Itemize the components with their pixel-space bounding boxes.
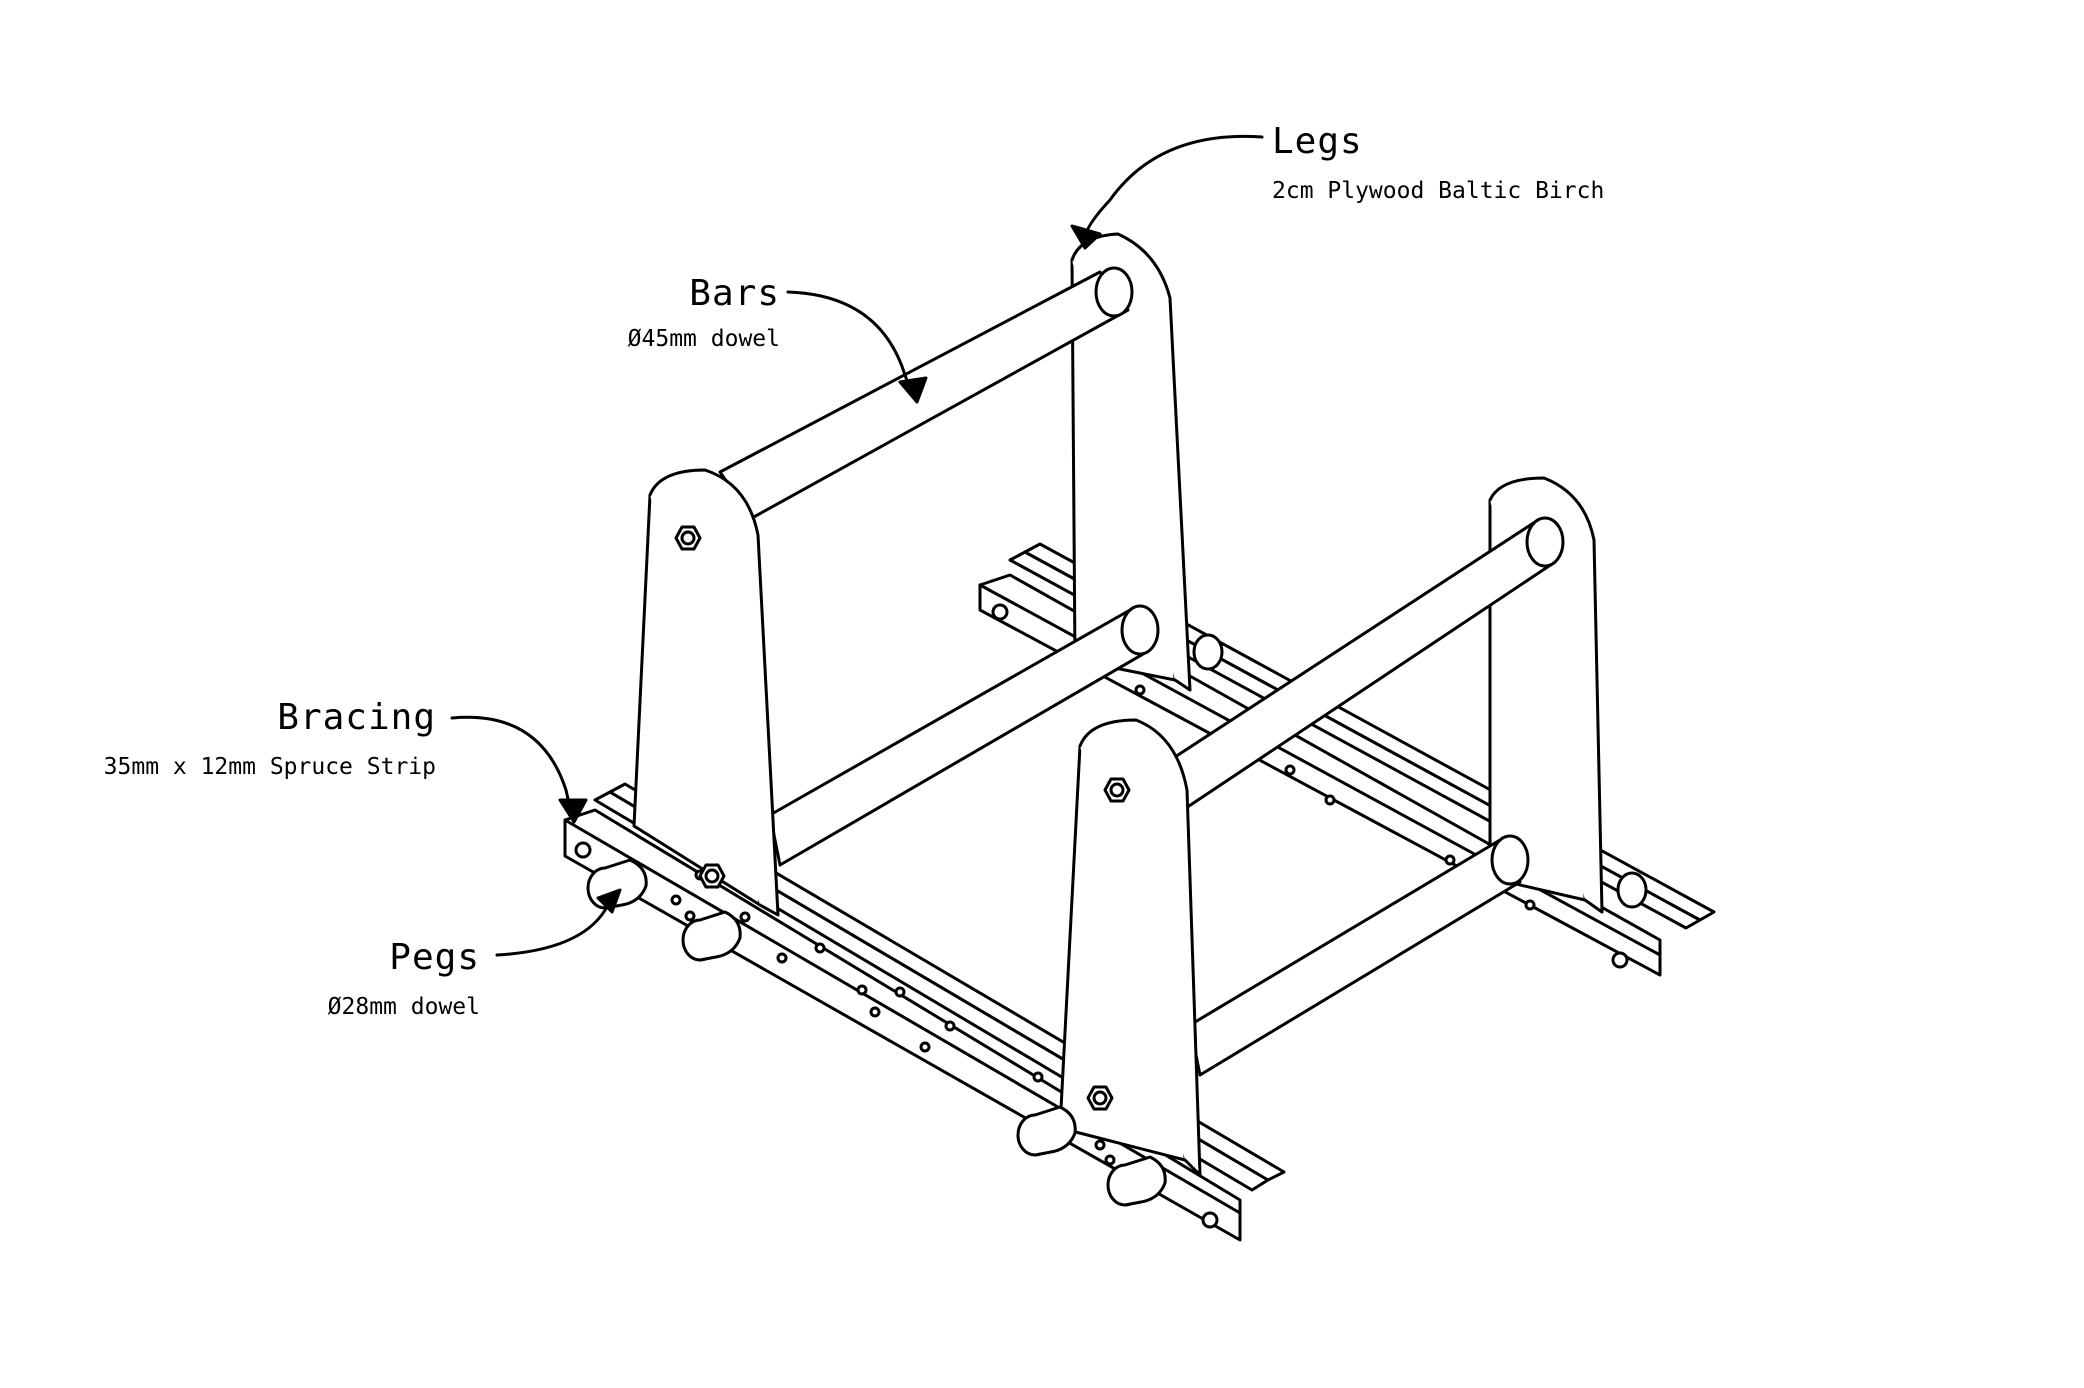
bracing-spec: 35mm x 12mm Spruce Strip xyxy=(103,754,436,780)
callout-leaders xyxy=(450,134,1264,957)
legs-leader xyxy=(1082,134,1264,247)
bracing-arrowhead xyxy=(558,798,588,824)
leg-front-left xyxy=(632,468,780,917)
legs-spec: 2cm Plywood Baltic Birch xyxy=(1272,178,1605,204)
leg-front-right xyxy=(1058,718,1202,1177)
bracing-callout: Bracing 35mm x 12mm Spruce Strip xyxy=(104,700,436,779)
bracing-title: Bracing xyxy=(277,697,436,738)
pegs-title: Pegs xyxy=(389,937,480,978)
pegs-callout: Pegs Ø28mm dowel xyxy=(328,940,480,1019)
back-pegs xyxy=(1192,633,1648,909)
bars-callout: Bars Ø45mm dowel xyxy=(628,276,780,351)
pegs-spec: Ø28mm dowel xyxy=(327,994,480,1020)
legs-arrowhead xyxy=(1070,224,1102,250)
bracing-leader xyxy=(450,715,574,817)
bars-title: Bars xyxy=(689,273,780,314)
bars-arrowhead xyxy=(898,376,928,404)
leg-back-left xyxy=(1070,232,1192,692)
legs-title: Legs xyxy=(1272,121,1363,162)
legs-callout: Legs 2cm Plywood Baltic Birch xyxy=(1272,124,1604,203)
bar-top xyxy=(718,266,1134,520)
bar-middle-left xyxy=(768,604,1160,867)
front-pegs xyxy=(586,858,1167,1207)
bars-spec: Ø45mm dowel xyxy=(627,326,780,352)
pegs-arrowhead xyxy=(596,888,622,914)
bar-lower-right xyxy=(1188,834,1530,1077)
